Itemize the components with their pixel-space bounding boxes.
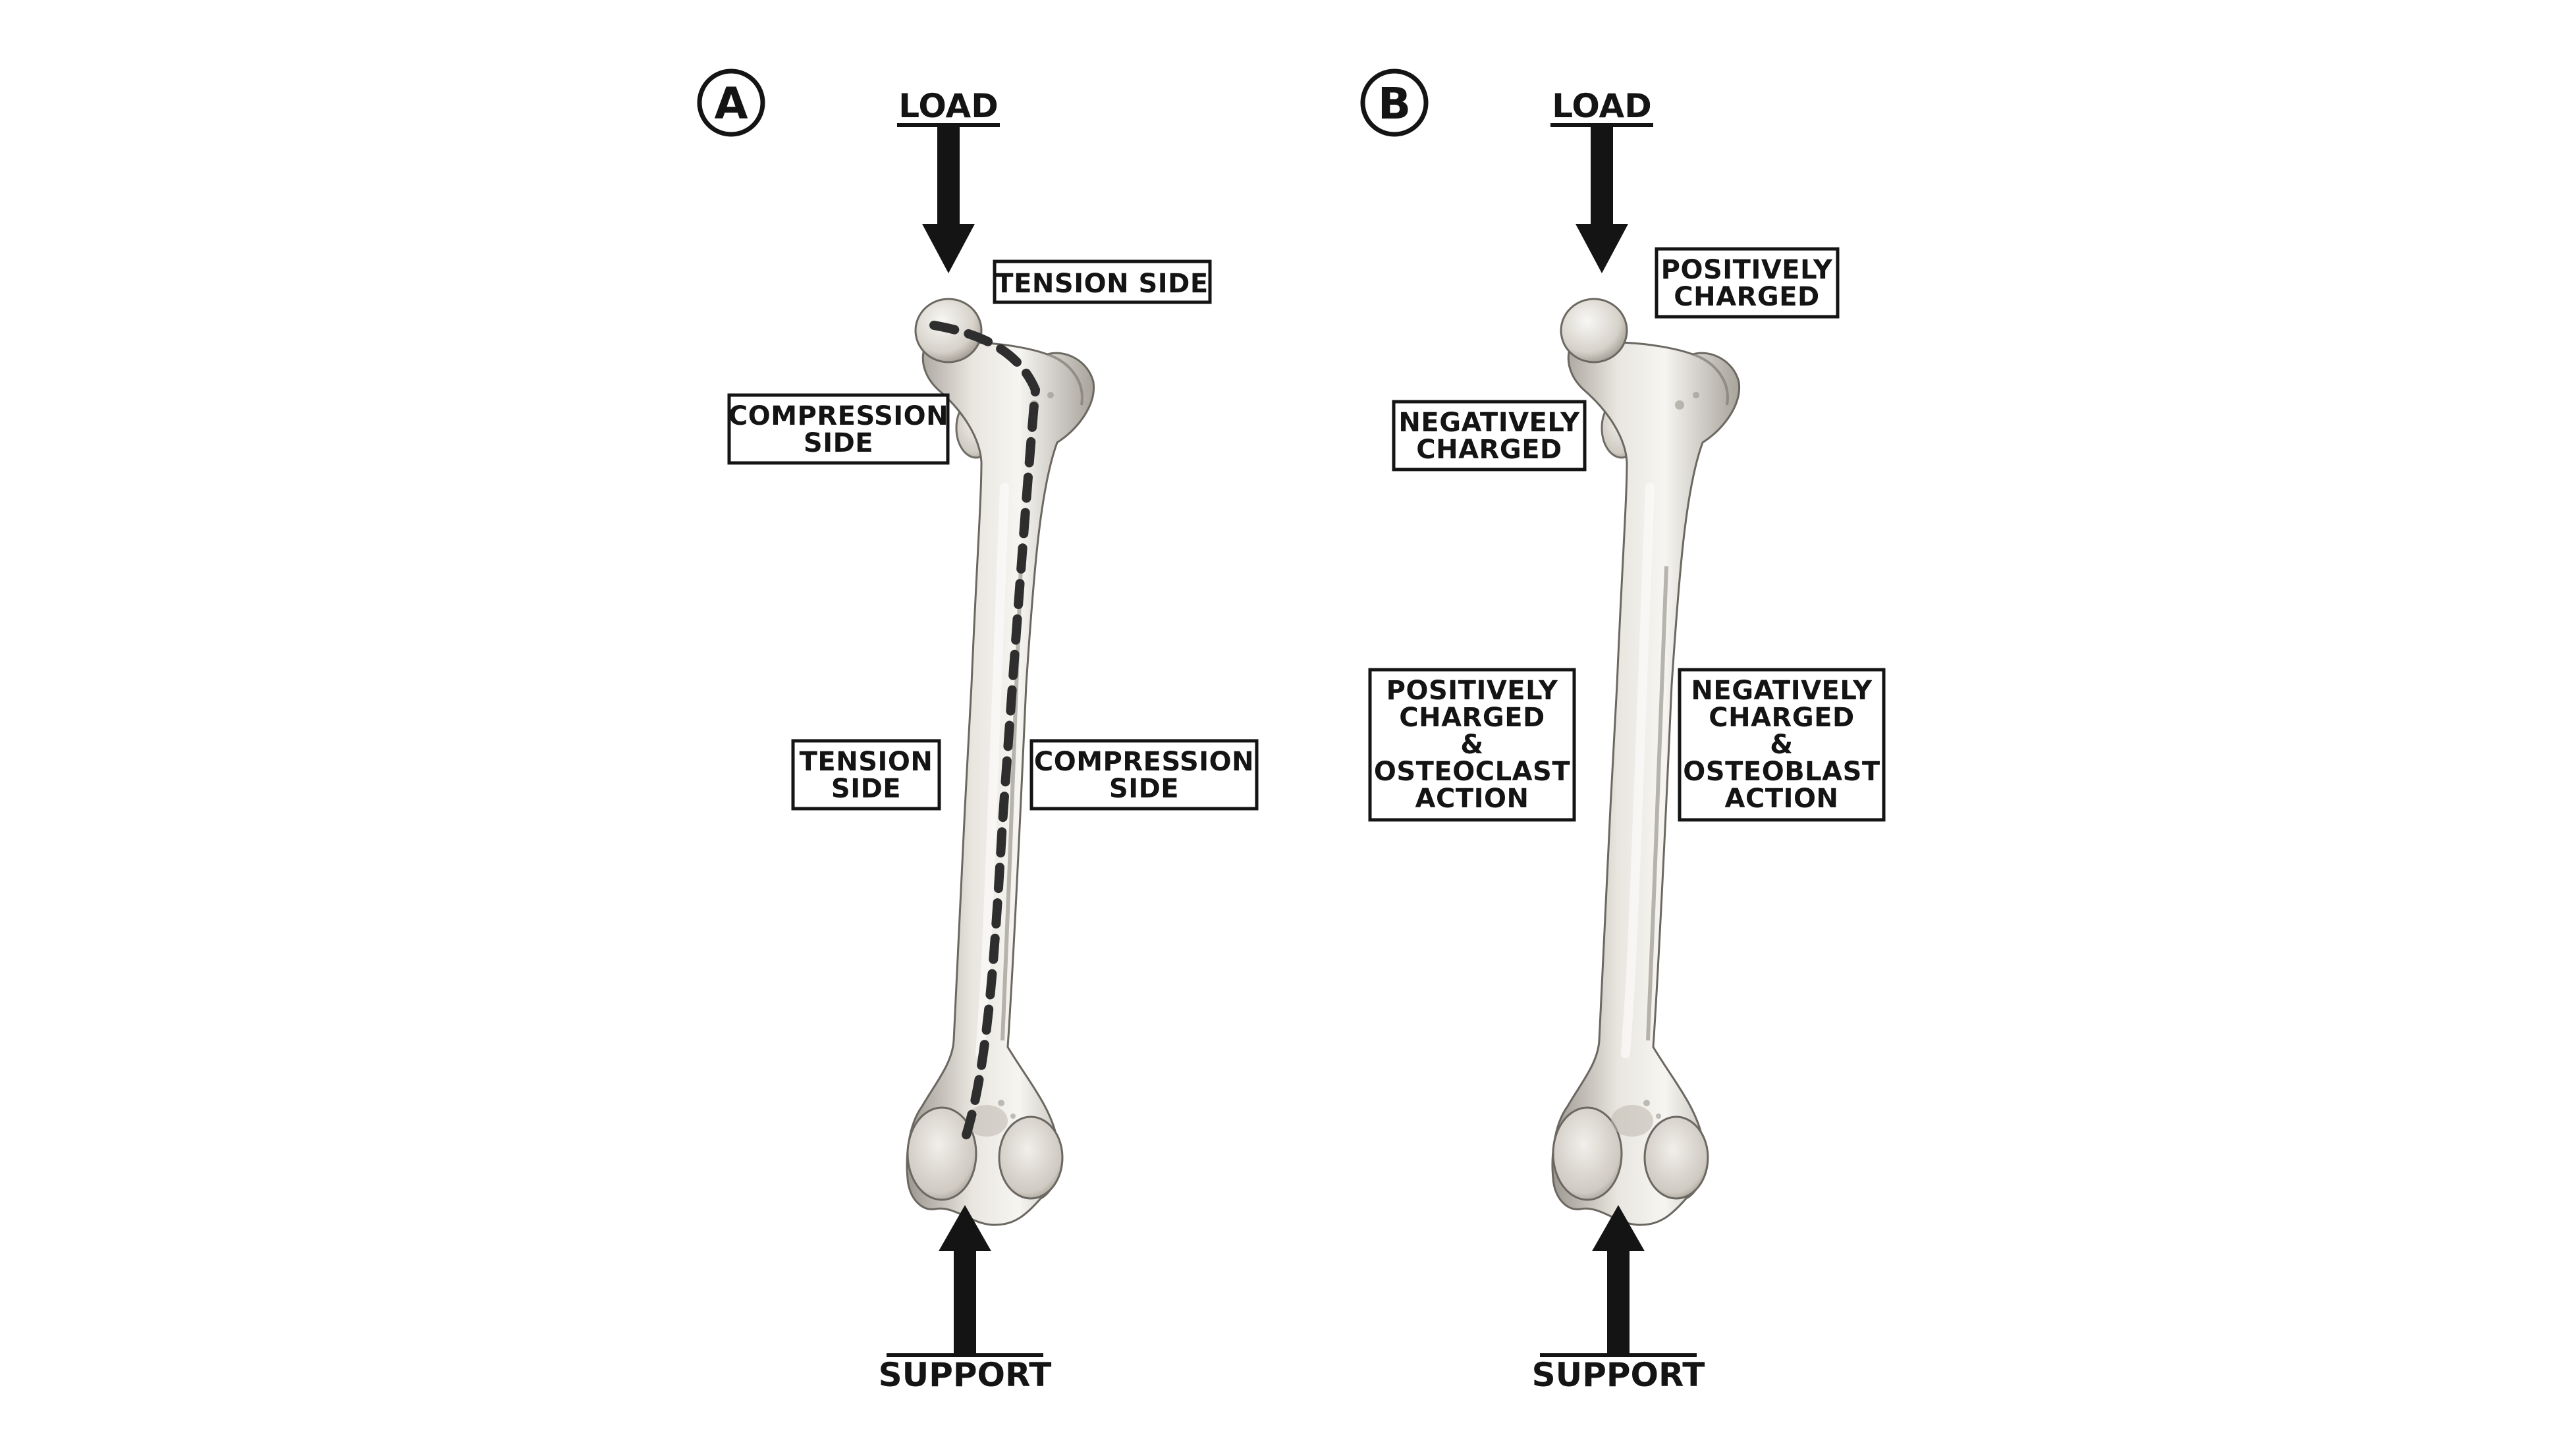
panel-b-label-negative-top: NEGATIVELY CHARGED (1394, 402, 1585, 470)
panel-b-badge: B (1363, 71, 1426, 134)
panel-a-label-tension-top: TENSION SIDE (995, 261, 1210, 302)
panel-b-letter: B (1378, 78, 1411, 129)
panel-b-load-arrow (1576, 127, 1628, 273)
svg-text:ACTION: ACTION (1415, 784, 1529, 814)
svg-text:TENSION SIDE: TENSION SIDE (995, 269, 1208, 299)
svg-text:POSITIVELY: POSITIVELY (1386, 676, 1558, 706)
svg-text:OSTEOBLAST: OSTEOBLAST (1683, 757, 1880, 787)
panel-b-label-positive-shaft: POSITIVELY CHARGED & OSTEOCLAST ACTION (1370, 670, 1574, 820)
svg-text:NEGATIVELY: NEGATIVELY (1691, 676, 1873, 706)
svg-text:&: & (1770, 730, 1793, 760)
svg-text:SIDE: SIDE (1109, 774, 1179, 804)
svg-text:CHARGED: CHARGED (1399, 703, 1545, 733)
panel-b-label-positive-top: POSITIVELY CHARGED (1657, 249, 1838, 317)
svg-text:CHARGED: CHARGED (1674, 282, 1819, 312)
panel-a-support-label: SUPPORT (879, 1356, 1052, 1394)
svg-text:CHARGED: CHARGED (1416, 435, 1562, 465)
svg-text:OSTEOCLAST: OSTEOCLAST (1374, 757, 1571, 787)
svg-text:ACTION: ACTION (1725, 784, 1839, 814)
panel-a-label-compression-shaft: COMPRESSION SIDE (1031, 741, 1257, 809)
panel-b: B LOAD POSITIVELY CHARGED NEGATIVELY CHA… (1363, 71, 1884, 1394)
svg-text:NEGATIVELY: NEGATIVELY (1398, 408, 1580, 438)
panel-b-support-arrow (1592, 1205, 1645, 1355)
panel-a-badge: A (699, 71, 763, 134)
panel-a: A LOAD TENSION SIDE COMPRESSION SIDE TEN… (699, 71, 1257, 1394)
panel-a-label-compression-top: COMPRESSION SIDE (728, 395, 948, 463)
panel-b-load-label: LOAD (1552, 87, 1651, 125)
panel-a-support-arrow (939, 1205, 991, 1355)
svg-text:&: & (1460, 730, 1483, 760)
svg-text:POSITIVELY: POSITIVELY (1661, 255, 1833, 285)
svg-text:SIDE: SIDE (831, 774, 901, 804)
panel-a-letter: A (714, 78, 748, 129)
panel-a-label-tension-shaft: TENSION SIDE (793, 741, 939, 809)
panel-b-support-label: SUPPORT (1532, 1356, 1705, 1394)
svg-text:COMPRESSION: COMPRESSION (728, 401, 948, 431)
svg-text:SIDE: SIDE (804, 428, 873, 458)
panel-a-load-label: LOAD (898, 87, 998, 125)
svg-text:CHARGED: CHARGED (1709, 703, 1854, 733)
svg-text:COMPRESSION: COMPRESSION (1034, 747, 1254, 777)
svg-text:TENSION: TENSION (800, 747, 933, 777)
panel-a-load-arrow (922, 127, 975, 273)
panel-b-label-negative-shaft: NEGATIVELY CHARGED & OSTEOBLAST ACTION (1680, 670, 1884, 820)
